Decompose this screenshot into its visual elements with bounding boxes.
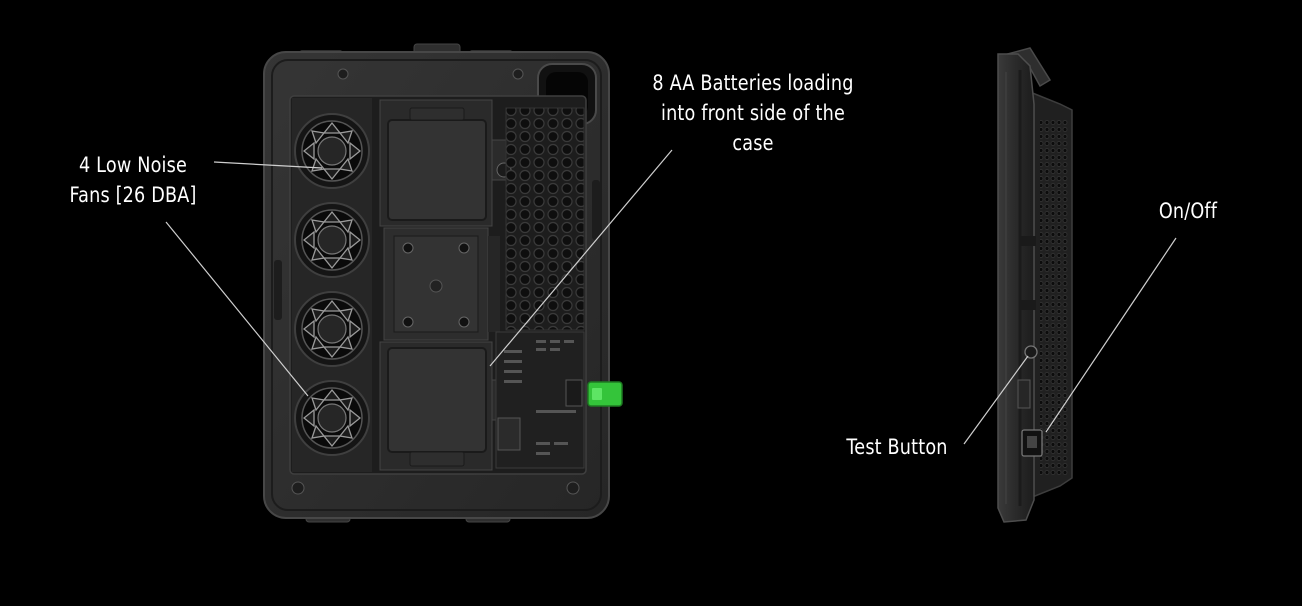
fan-icon bbox=[294, 380, 370, 456]
callout-fans-line2: Fans [26 DBA] bbox=[69, 183, 197, 207]
battery-compartment-top bbox=[379, 99, 512, 227]
case-side-view bbox=[997, 47, 1073, 523]
callout-test-button: Test Button bbox=[841, 432, 954, 462]
leader-line-onoff bbox=[1045, 237, 1177, 433]
leader-line-batteries bbox=[489, 149, 673, 367]
electronics-bay bbox=[495, 331, 585, 469]
callout-test-button-text: Test Button bbox=[846, 435, 948, 459]
callout-fans: 4 Low Noise Fans [26 DBA] bbox=[55, 150, 211, 210]
battery-compartment-bottom bbox=[379, 341, 512, 471]
callout-on-off: On/Off bbox=[1146, 196, 1230, 226]
fan-icon bbox=[294, 291, 370, 367]
callout-on-off-text: On/Off bbox=[1158, 199, 1218, 223]
callout-fans-line1: 4 Low Noise bbox=[79, 153, 187, 177]
leader-line-test bbox=[963, 355, 1029, 445]
fan-column bbox=[292, 98, 372, 472]
fan-icon bbox=[294, 202, 370, 278]
callout-batteries: 8 AA Batteries loading into front side o… bbox=[641, 68, 864, 158]
battery-icon bbox=[387, 347, 487, 453]
callout-batteries-line1: 8 AA Batteries loading bbox=[652, 71, 854, 95]
callout-batteries-line2: into front side of the bbox=[661, 101, 845, 125]
leader-line-fans-top bbox=[213, 161, 323, 169]
vent-grid bbox=[505, 107, 585, 331]
callout-batteries-line3: case bbox=[732, 131, 774, 155]
push-button-icon bbox=[1024, 345, 1038, 359]
mount-plate bbox=[383, 227, 500, 341]
fan-icon bbox=[294, 113, 370, 189]
leader-lines bbox=[165, 149, 1177, 445]
case-front-view bbox=[263, 43, 623, 523]
leader-line-fans-bottom bbox=[165, 221, 309, 397]
battery-icon bbox=[387, 119, 487, 221]
